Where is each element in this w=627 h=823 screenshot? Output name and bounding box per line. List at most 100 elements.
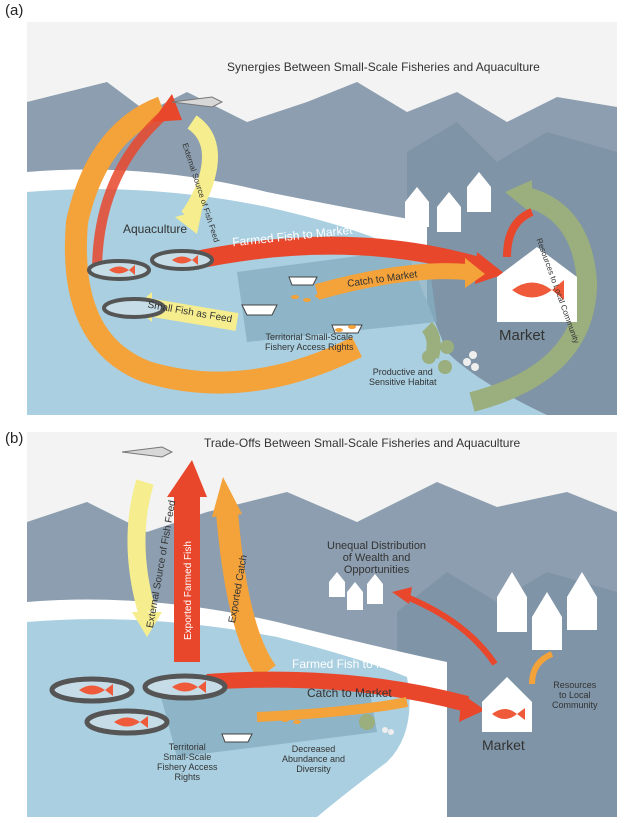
house-icon [367,574,383,604]
shell-icon [388,729,394,735]
arrow-head-resources [505,180,532,214]
arrow-catch [256,697,408,722]
arrow-small-fish-loop [64,96,362,394]
small-fish-icon [291,295,299,299]
label-unequal: Unequal Distribution of Wealth and Oppor… [327,540,426,576]
arrow-aquaculture-up [92,108,171,273]
arrow-resources [529,651,554,685]
label-unequal-line2: of Wealth and [342,552,411,564]
arrow-catch [314,263,468,300]
pen [102,297,166,319]
label-rights: Territorial Small-Scale Fishery Access R… [265,332,354,352]
market-building [482,677,532,732]
boat-icon [288,276,318,286]
tree-icon [440,340,454,354]
label-resources-line2: to Local [558,690,591,700]
house-icon [532,592,562,650]
panel-a-illustration [27,82,617,415]
label-rights: Territorial Small-Scale Fishery Access R… [157,742,218,782]
label-rights-line1: Territorial [168,742,206,752]
panel-b-letter: (b) [5,430,24,447]
arrow-unequal [405,594,498,666]
house-icon [347,582,363,610]
boats-a [171,96,363,334]
label-resources-line1: Resources [553,680,597,690]
arrow-head-exported-farmed [167,460,207,497]
arrow-head-external [175,210,202,234]
boats-b [121,446,253,743]
fish-icon [172,255,198,265]
small-fish-icon [281,718,289,722]
arrow-head-farmed [475,252,505,284]
tree-icon [422,350,436,364]
shell-icon [469,351,477,359]
houses-b [329,572,597,732]
label-market: Market [482,737,525,753]
label-rights-line4: Rights [174,772,201,782]
panel-b-title: Trade-Offs Between Small-Scale Fisheries… [204,436,521,450]
small-fish-a [291,294,356,332]
arrow-head-catch [465,258,485,288]
panel-b-illustration [27,446,617,817]
arrow-external-feed [181,115,218,223]
boat-icon [241,304,278,316]
arrow-external-feed [127,479,156,615]
label-habitat-line2: Sensitive Habitat [369,377,437,387]
shell-icon [382,727,388,733]
label-decreased-line3: Diversity [296,764,331,774]
arrow-farmed-fish [206,671,470,712]
label-exported-farmed: Exported Farmed Fish [183,541,194,640]
panel-a-title: Synergies Between Small-Scale Fisheries … [227,60,540,74]
panel-a: Synergies Between Small-Scale Fisheries … [27,22,617,415]
tree-icon [359,714,375,730]
tree-icon [438,360,452,374]
plane-icon [171,96,224,108]
small-fish-b [268,715,301,724]
label-unequal-line3: Opportunities [343,564,410,576]
arrow-head-farmed [459,694,485,722]
label-farmed-fish: Farmed Fish to Market [292,657,413,671]
arrow-farmed-fish [185,236,485,276]
label-rights-line2: Small-Scale [163,752,212,762]
fish-icon [114,716,148,728]
small-fish-icon [315,294,323,298]
pens-b [49,673,228,736]
small-fish-icon [268,715,276,719]
pens-a [87,249,214,319]
label-habitat: Productive and Sensitive Habitat [369,367,437,387]
label-catch: Catch to Market [307,686,392,700]
arrow-resources [469,187,598,412]
label-unequal-line1: Unequal Distribution [327,540,427,552]
house-icon [329,572,345,597]
label-rights-line1: Territorial Small-Scale [265,332,354,342]
arrow-head-external [132,612,162,637]
label-habitat-line1: Productive and [372,367,433,377]
label-aquaculture: Aquaculture [123,222,188,236]
fish-icon [109,265,135,275]
label-market: Market [499,327,545,344]
label-resources: Resources to Local Community [552,680,598,710]
arrow-head-loop [152,94,182,122]
arrow-market-red [503,208,534,258]
arrow-exported-catch [216,511,277,679]
mangroves-b [359,714,394,735]
house-icon [405,187,429,227]
house-icon [567,572,597,630]
label-decreased: Decreased Abundance and Diversity [282,744,345,774]
small-fish-icon [335,328,343,332]
boat-icon [221,733,253,743]
label-rights-line3: Fishery Access [157,762,218,772]
house-icon [467,172,491,212]
label-decreased-line2: Abundance and [282,754,346,764]
shell-icon [471,363,479,371]
arrow-head-exported-catch [212,477,242,517]
small-fish-icon [303,298,311,302]
panel-b: Trade-Offs Between Small-Scale Fisheries… [27,432,617,817]
small-fish-icon [293,720,301,724]
arrow-head-unequal [392,587,412,604]
small-fish-icon [348,325,356,329]
market-fish-icon [512,280,564,300]
shell-icon [463,358,471,366]
house-icon [437,192,461,232]
mangroves-a [422,340,479,374]
